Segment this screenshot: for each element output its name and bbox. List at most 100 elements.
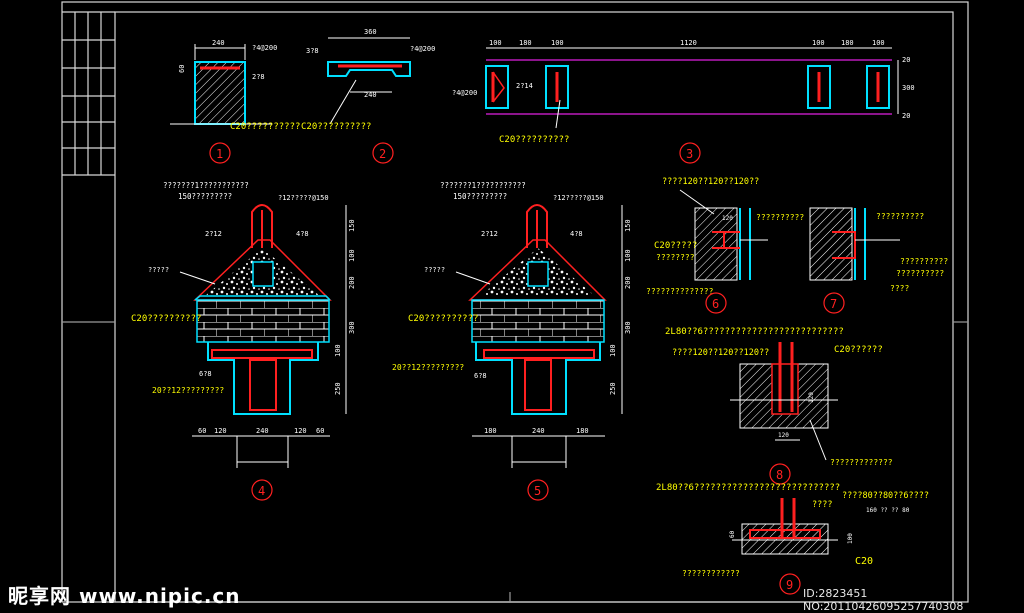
detail-3-number: 3	[686, 147, 693, 161]
detail-7-top: ??????????	[876, 212, 924, 221]
detail-9-bottom: ????????????	[682, 569, 740, 578]
detail-7: ?????????? ?????????? ?????????? ???? 7	[809, 207, 948, 314]
detail-8-dim: 120	[778, 432, 789, 439]
detail-3-dim-6: 100	[872, 39, 885, 47]
detail-5-rdim-1: 100	[624, 249, 632, 262]
detail-5-note-1: ???????1???????????	[440, 181, 526, 190]
detail-1-rebar: ?4@200	[252, 44, 277, 52]
detail-4-rdim-4: 100	[334, 344, 342, 357]
watermark: 昵享网 www.nipic.cn	[8, 584, 241, 608]
detail-4-bar-2: 4?8	[296, 230, 309, 238]
detail-5-bdim-2: 180	[576, 427, 589, 435]
detail-4: 150 100 200 300 100 250 60 120 240 120 6…	[131, 181, 356, 501]
detail-4-stirrup: ?12?????@150	[278, 194, 329, 202]
detail-4-roof: ?????	[148, 266, 169, 274]
detail-4-rdim-2: 200	[348, 276, 356, 289]
detail-9-side: 60	[729, 530, 736, 538]
detail-6-bottom: ??????????????	[646, 287, 714, 296]
detail-2-left: 3?8	[306, 47, 319, 55]
detail-4-bdim-4: 60	[316, 427, 324, 435]
detail-5-beam-bar: 6?8	[474, 372, 487, 380]
detail-5-number: 5	[534, 484, 541, 498]
detail-5-rdim-3: 300	[624, 321, 632, 334]
detail-5-rdim-4: 100	[609, 344, 617, 357]
detail-5-rdim-5: 250	[609, 382, 617, 395]
detail-6-right: ??????????	[756, 213, 804, 222]
detail-4-beam-bar: 6?8	[199, 370, 212, 378]
detail-3-bar: 2?14	[516, 82, 533, 90]
detail-6-dim: 120	[722, 215, 733, 222]
detail-4-number: 4	[258, 484, 265, 498]
detail-2-bottom-dim: 240	[364, 91, 377, 99]
detail-3-dim-5: 180	[841, 39, 854, 47]
detail-4-label: C20??????????	[131, 314, 201, 324]
detail-4-rdim-0: 150	[348, 219, 356, 232]
detail-5-beam: 20??12?????????	[392, 363, 464, 372]
detail-3-dim-3: 1120	[680, 39, 697, 47]
detail-6-label: C20?????	[654, 241, 697, 251]
detail-5-label: C20??????????	[408, 314, 478, 324]
detail-8-label: C20??????	[834, 345, 883, 355]
detail-7-n1: ??????????	[900, 257, 948, 266]
detail-4-rdim-3: 300	[348, 321, 356, 334]
detail-8-l1: 2L80??6??????????????????????????	[665, 327, 844, 337]
detail-7-n2: ??????????	[896, 269, 944, 278]
detail-5-roof: ?????	[424, 266, 445, 274]
detail-8-side: 120	[808, 392, 815, 403]
detail-4-rdim-1: 100	[348, 249, 356, 262]
detail-7-n3: ????	[890, 284, 909, 293]
detail-8-bottom: ?????????????	[830, 458, 893, 467]
detail-5-bar-1: 2?12	[481, 230, 498, 238]
detail-5-rdim-0: 150	[624, 219, 632, 232]
detail-9-l4: 160 ?? ?? 80	[866, 507, 910, 514]
detail-3-dim-1: 180	[519, 39, 532, 47]
detail-6-top: ????120??120??120??	[662, 177, 759, 187]
detail-2-label: C20??????????	[301, 122, 371, 132]
detail-9-number: 9	[786, 578, 793, 592]
detail-5-note-2: 150?????????	[453, 192, 507, 201]
detail-2-number: 2	[379, 147, 386, 161]
detail-3-rdim-0: 20	[902, 56, 910, 64]
detail-4-bdim-1: 120	[214, 427, 227, 435]
detail-3-rebar: ?4@200	[452, 89, 477, 97]
detail-8-l2: ????120??120??120??	[672, 348, 769, 358]
detail-3-rdim-1: 300	[902, 84, 915, 92]
detail-4-bdim-3: 120	[294, 427, 307, 435]
drawing-frame	[61, 1, 969, 603]
detail-3-label: C20??????????	[499, 135, 569, 145]
detail-5-bar-2: 4?8	[570, 230, 583, 238]
detail-4-note-2: 150?????????	[178, 192, 232, 201]
detail-2-top-dim: 360	[364, 28, 377, 36]
detail-1: 240 ?4@200 2?8 60 1	[170, 39, 277, 164]
detail-1-label: C20??????????	[230, 122, 300, 132]
detail-6-number: 6	[712, 297, 719, 311]
detail-9-label: C20	[855, 556, 873, 567]
detail-5-bdim-1: 240	[532, 427, 545, 435]
detail-3-rdim-2: 20	[902, 112, 910, 120]
detail-3-dim-2: 100	[551, 39, 564, 47]
detail-6-note: ????????	[656, 253, 695, 262]
detail-4-bdim-2: 240	[256, 427, 269, 435]
detail-3: 100 180 100 1120 100 180 100 20 300 20 ?…	[452, 39, 915, 164]
detail-6: ????120??120??120?? C20????? ???????? ??…	[646, 177, 804, 314]
detail-9-l1: 2L80??6???????????????????????????	[656, 483, 840, 493]
detail-9-dim: 100	[847, 533, 854, 544]
detail-3-dim-0: 100	[489, 39, 502, 47]
detail-1-number: 1	[216, 147, 223, 161]
detail-7-number: 7	[830, 297, 837, 311]
detail-5-bdim-0: 180	[484, 427, 497, 435]
detail-4-note-1: ???????1???????????	[163, 181, 249, 190]
detail-2-right: ?4@200	[410, 45, 435, 53]
detail-1-top-dim: 240	[212, 39, 225, 47]
detail-1-bar: 2?8	[252, 73, 265, 81]
detail-2: 360 3?8 ?4@200 240 C20?????????? C20????…	[230, 28, 435, 164]
detail-4-beam: 20??12?????????	[152, 386, 224, 395]
detail-8-number: 8	[776, 468, 783, 482]
detail-5-stirrup: ?12?????@150	[553, 194, 604, 202]
detail-9: 2L80??6??????????????????????????? ???? …	[656, 483, 929, 595]
image-id: ID:2823451 NO:20110426095257740308	[803, 587, 964, 613]
detail-5-rdim-2: 200	[624, 276, 632, 289]
detail-4-bar-1: 2?12	[205, 230, 222, 238]
detail-8: 2L80??6?????????????????????????? ????12…	[665, 327, 893, 485]
